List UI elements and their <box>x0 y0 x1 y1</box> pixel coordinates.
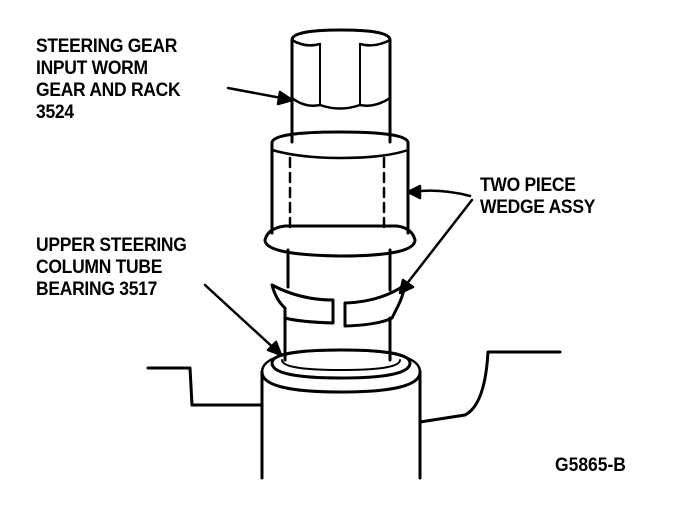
wedge-piece-right <box>343 283 407 328</box>
input-shaft <box>290 28 392 144</box>
label-steering-gear: STEERING GEAR INPUT WORM GEAR AND RACK 3… <box>36 36 181 124</box>
label-line: COLUMN TUBE <box>36 257 163 278</box>
label-upper-bearing: UPPER STEERING COLUMN TUBE BEARING 3517 <box>36 235 187 301</box>
figure-id: G5865-B <box>555 455 626 476</box>
sleeve-flange <box>263 224 417 258</box>
label-line: UPPER STEERING <box>36 235 187 256</box>
sleeve-body <box>270 130 410 235</box>
label-line: WEDGE ASSY <box>480 197 596 218</box>
leader-wedge-upper <box>406 184 472 200</box>
label-wedge-assy: TWO PIECE WEDGE ASSY <box>480 175 595 219</box>
upper-bearing-ring <box>270 348 412 380</box>
leader-bearing <box>203 283 283 357</box>
mounting-surface-right <box>418 350 562 424</box>
label-line: 3524 <box>36 102 74 123</box>
label-line: GEAR AND RACK <box>36 80 181 101</box>
leader-wedge-lower <box>398 198 474 295</box>
leader-gear <box>226 86 294 106</box>
label-line: STEERING GEAR <box>36 36 178 57</box>
mounting-surface-left <box>146 366 264 407</box>
middle-shaft <box>286 248 392 292</box>
lower-shaft <box>283 316 392 362</box>
label-line: INPUT WORM <box>36 58 148 79</box>
label-line: BEARING 3517 <box>36 279 158 300</box>
label-line: TWO PIECE <box>480 175 576 196</box>
wedge-piece-left <box>270 283 335 325</box>
